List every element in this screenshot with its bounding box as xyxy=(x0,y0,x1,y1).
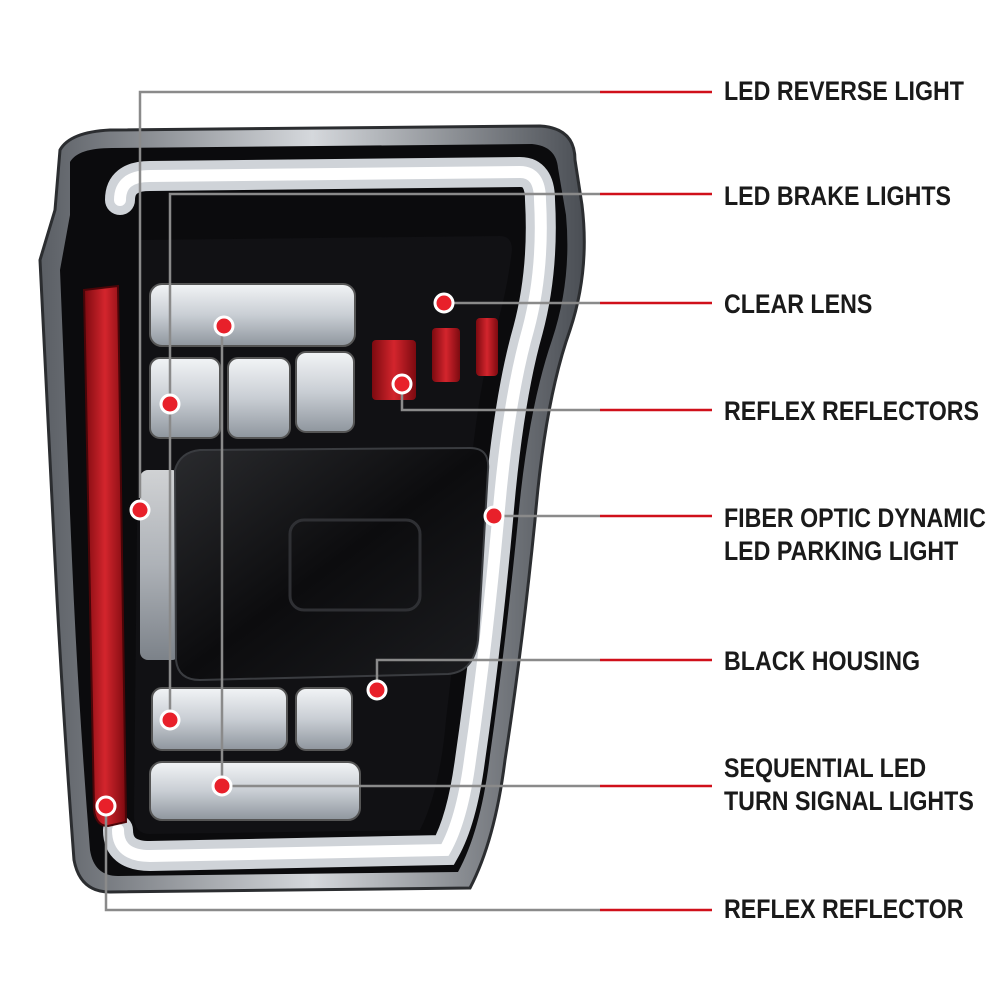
label-led-brake-lights: LED BRAKE LIGHTS xyxy=(724,180,951,213)
dot-fiber-optic xyxy=(483,505,505,527)
label-line: SEQUENTIAL LED xyxy=(724,753,927,783)
dot-reflex-reflectors xyxy=(391,373,413,395)
dot-reflex-reflector xyxy=(95,795,117,817)
label-black-housing: BLACK HOUSING xyxy=(724,645,920,678)
dot-reverse-light xyxy=(129,499,151,521)
dot-clear-lens xyxy=(433,292,455,314)
fiber-optic-light-bar xyxy=(103,156,556,872)
label-line: LED REVERSE LIGHT xyxy=(724,76,964,106)
label-sequential-turn: SEQUENTIAL LED TURN SIGNAL LIGHTS xyxy=(724,752,974,818)
label-line: REFLEX REFLECTOR xyxy=(724,894,964,924)
dot-turn-upper xyxy=(213,315,235,337)
label-line: FIBER OPTIC DYNAMIC xyxy=(724,503,986,533)
central-black-cover xyxy=(173,446,490,682)
dot-brake-light-lower xyxy=(159,709,181,731)
label-reflex-reflector: REFLEX REFLECTOR xyxy=(724,893,964,926)
upper-clear-lens-blocks xyxy=(149,283,356,439)
label-line: CLEAR LENS xyxy=(724,289,873,319)
dot-brake-light-upper xyxy=(159,393,181,415)
lower-clear-lens-blocks xyxy=(149,687,361,821)
label-line: LED BRAKE LIGHTS xyxy=(724,181,952,211)
label-led-reverse-light: LED REVERSE LIGHT xyxy=(724,75,964,108)
left-red-reflector xyxy=(82,284,128,828)
vertical-clear-strip xyxy=(140,470,180,660)
dot-turn-lower xyxy=(211,775,233,797)
label-line: TURN SIGNAL LIGHTS xyxy=(724,786,974,816)
label-line: REFLEX REFLECTORS xyxy=(724,396,980,426)
label-reflex-reflectors: REFLEX REFLECTORS xyxy=(724,395,979,428)
label-fiber-optic: FIBER OPTIC DYNAMIC LED PARKING LIGHT xyxy=(724,502,986,568)
leader-reverse-light xyxy=(138,90,600,498)
label-line: BLACK HOUSING xyxy=(724,646,921,676)
indicator-dots xyxy=(95,292,505,817)
leader-brake-lights xyxy=(168,192,600,404)
leader-reflex-reflector xyxy=(104,806,600,912)
label-clear-lens: CLEAR LENS xyxy=(724,288,872,321)
label-line: LED PARKING LIGHT xyxy=(724,536,959,566)
dot-black-housing xyxy=(366,679,388,701)
